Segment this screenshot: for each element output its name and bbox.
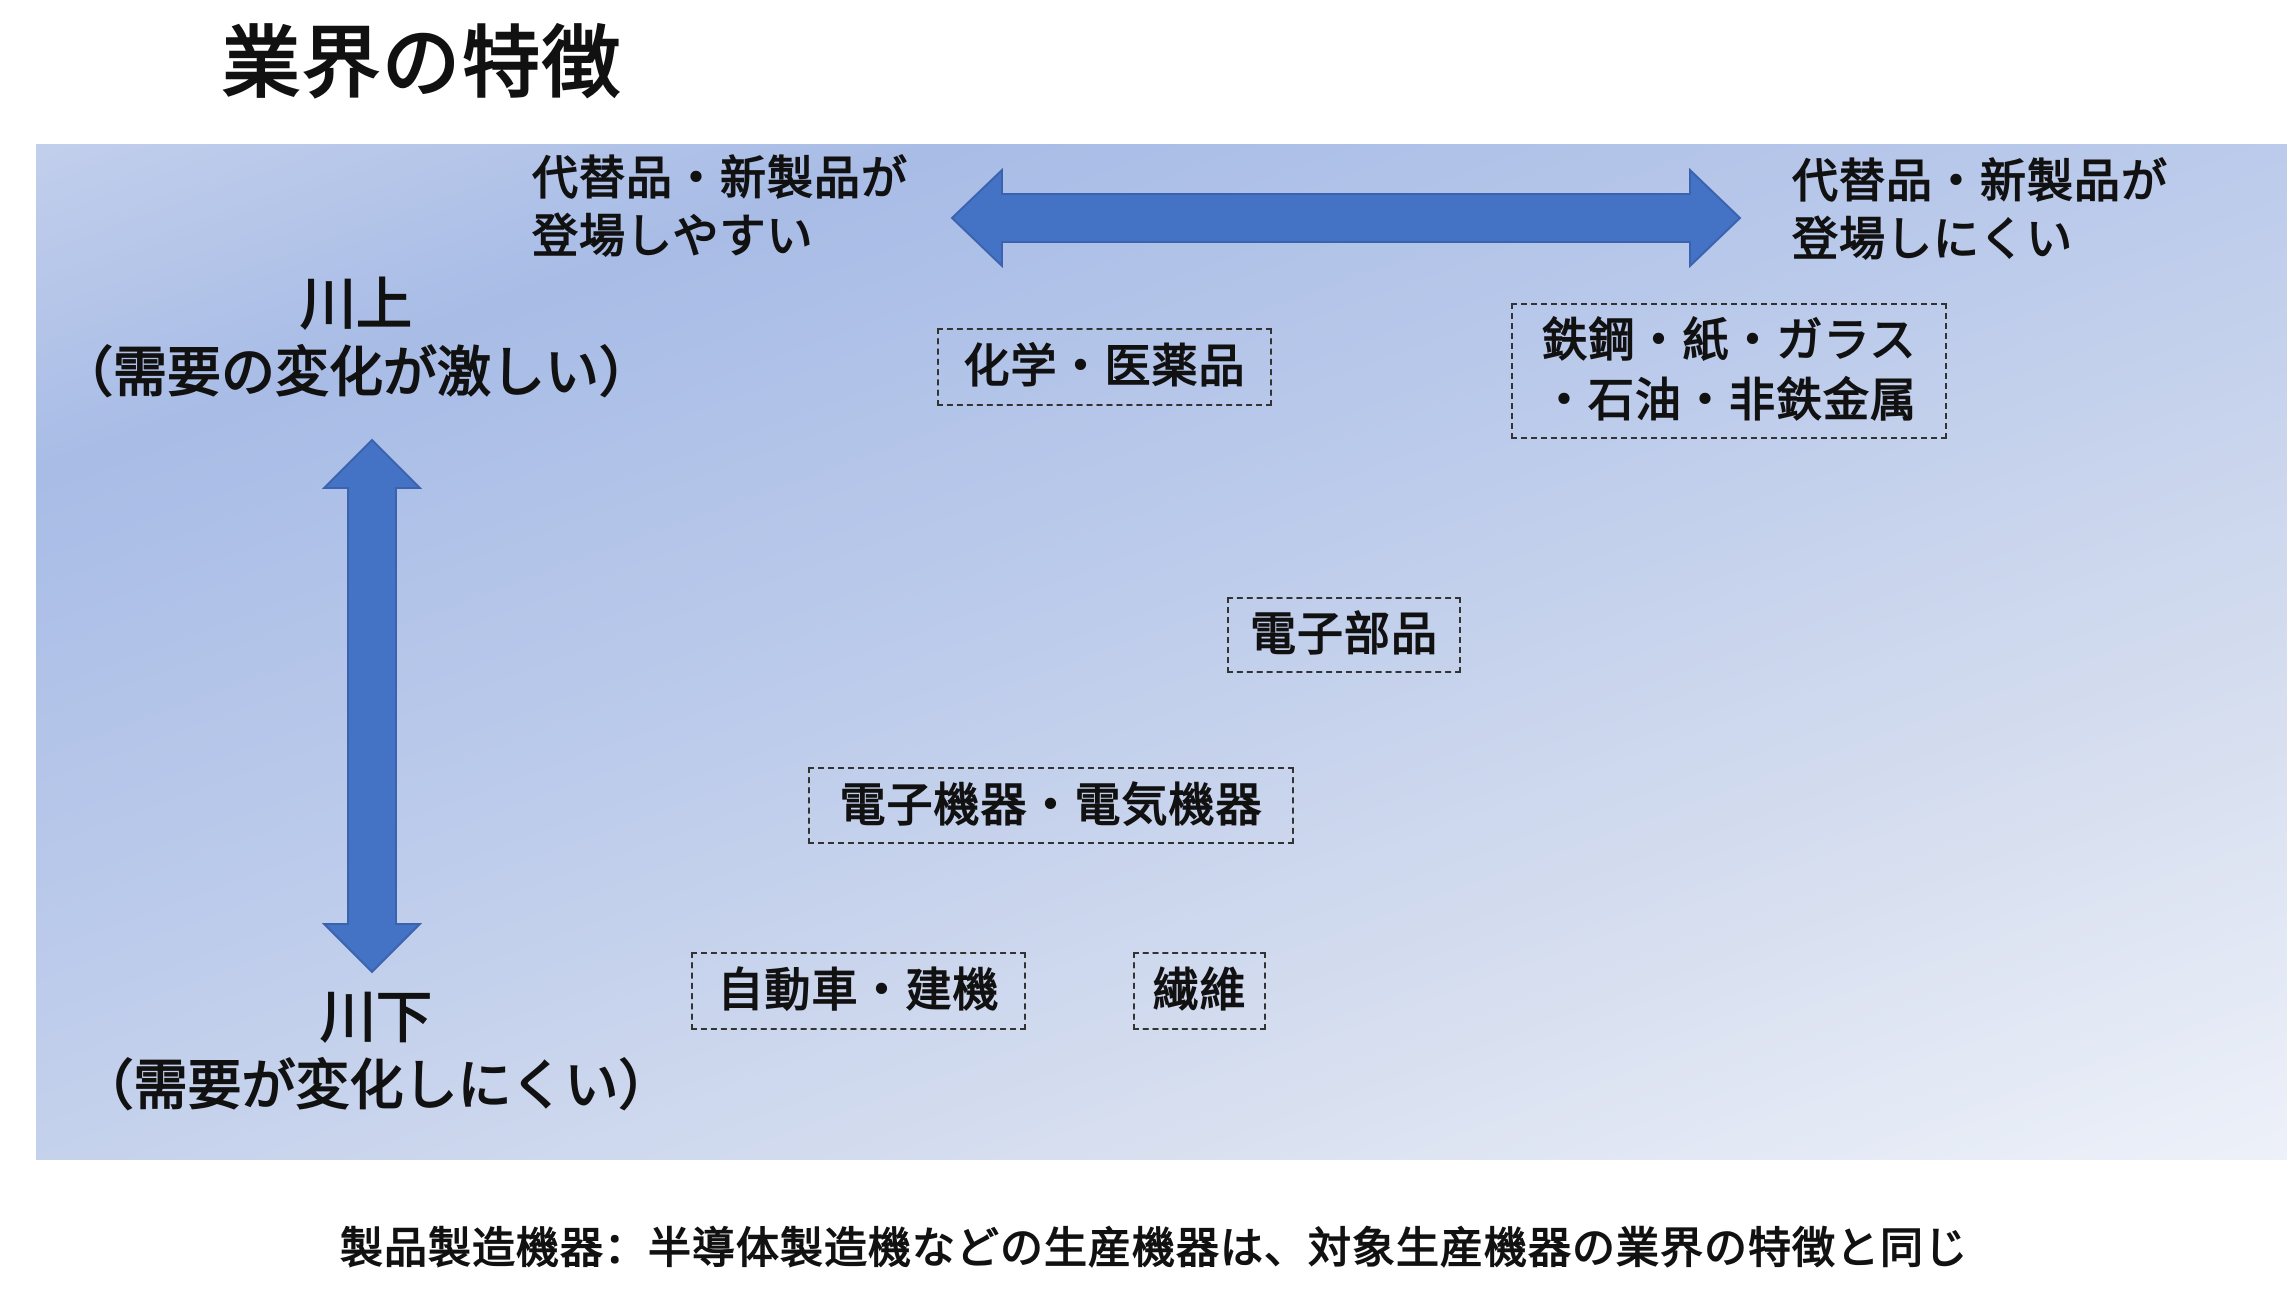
industry-box-textile: 繊維 [1133,952,1266,1030]
industry-label: 電子機器・電気機器 [839,777,1263,832]
industry-box-steel-paper-glass: 鉄鋼・紙・ガラス ・石油・非鉄金属 [1511,303,1947,439]
page-title: 業界の特徴 [222,19,623,109]
vertical-double-arrow [322,438,422,974]
right-axis-label: 代替品・新製品が 登場しにくい [1792,153,2168,268]
footnote: 製品製造機器：半導体製造機などの生産機器は、対象生産機器の業界の特徴と同じ [340,1224,1968,1274]
industry-box-chemical-pharma: 化学・医薬品 [937,328,1272,406]
industry-label-line2: ・石油・非鉄金属 [1541,373,1917,427]
horizontal-double-arrow [950,168,1742,268]
industry-label: 繊維 [1152,963,1247,1018]
upstream-label: 川上 （需要の変化が激しい） [56,272,656,407]
right-axis-label-line2: 登場しにくい [1792,211,2074,266]
industry-box-electronic-devices: 電子機器・電気機器 [808,767,1294,844]
downstream-title: 川下 [320,986,432,1051]
downstream-description: （需要が変化しにくい） [79,1054,673,1118]
industry-label: 自動車・建機 [717,963,1000,1018]
industry-box-electronic-parts: 電子部品 [1227,597,1461,673]
right-axis-label-line1: 代替品・新製品が [1792,154,2168,208]
diagram-panel [36,144,2287,1160]
industry-label-line1: 鉄鋼・紙・ガラス [1541,313,1917,368]
upstream-title: 川上 [300,273,412,338]
industry-box-automobile: 自動車・建機 [691,952,1026,1030]
upstream-description: （需要の変化が激しい） [59,341,653,405]
downstream-label: 川下 （需要が変化しにくい） [76,985,676,1120]
industry-label: 電子部品 [1250,607,1438,662]
industry-label: 化学・医薬品 [963,339,1246,394]
left-axis-label: 代替品・新製品が 登場しやすい [532,150,908,265]
left-axis-label-line1: 代替品・新製品が [532,151,908,205]
left-axis-label-line2: 登場しやすい [532,208,814,263]
